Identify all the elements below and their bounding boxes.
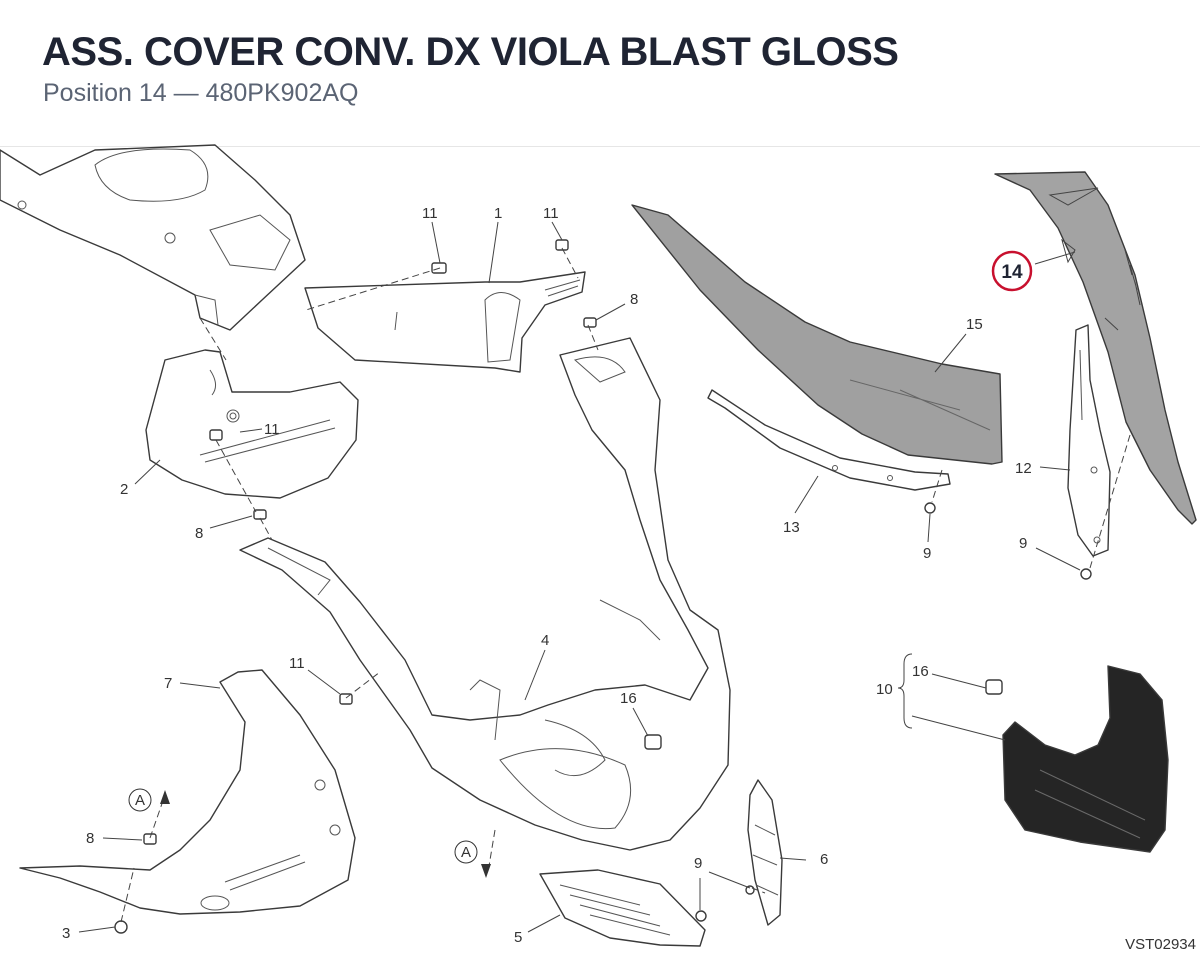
- callout-labels: 1 11 11 11 11 8 8 8 2 15 13 9 9 9 12 4 1…: [62, 205, 1196, 953]
- callout-14: 14: [1001, 262, 1023, 283]
- callout-8-top: 8: [630, 291, 638, 308]
- callout-9-bottom: 9: [694, 855, 702, 872]
- reference-a-upper: A: [128, 788, 152, 812]
- callout-3: 3: [62, 925, 70, 942]
- leader-lines: [78, 221, 1081, 933]
- callout-11-mid: 11: [264, 421, 280, 438]
- callout-16-left: 16: [620, 690, 637, 707]
- part-4-front-fairing: [239, 337, 731, 851]
- callout-10: 10: [876, 681, 893, 698]
- part-10-windscreen: [1002, 665, 1169, 853]
- callout-8-low: 8: [86, 830, 94, 847]
- callout-15: 15: [966, 316, 983, 333]
- part-2-inner-panel: [145, 349, 359, 499]
- callout-12: 12: [1015, 460, 1032, 477]
- callout-7: 7: [164, 675, 172, 692]
- callout-11-right: 11: [543, 205, 559, 222]
- callout-2: 2: [120, 481, 128, 498]
- reference-arrows: [160, 790, 491, 878]
- callout-16-right: 16: [912, 663, 929, 680]
- callout-13: 13: [783, 519, 800, 536]
- part-1-upper-panel: [304, 271, 586, 373]
- callout-6: 6: [820, 851, 828, 868]
- callout-4: 4: [541, 632, 549, 649]
- assembly-lines: [120, 247, 1131, 923]
- part-14-right-cover: [994, 171, 1197, 525]
- highlighted-callout-14: 14: [991, 250, 1033, 292]
- drawing-code: VST02934: [1125, 936, 1196, 953]
- page-subtitle: Position 14 — 480PK902AQ: [43, 79, 359, 107]
- callout-a-lower: A: [461, 844, 471, 861]
- part-5-grille: [539, 869, 706, 947]
- part-frame-top-left: [0, 144, 306, 331]
- callout-9-top: 9: [923, 545, 931, 562]
- part-15-large-cover: [631, 204, 1003, 465]
- page-header: ASS. COVER CONV. DX VIOLA BLAST GLOSS Po…: [0, 0, 1200, 147]
- callout-9-right: 9: [1019, 535, 1027, 552]
- part-6-shield: [747, 779, 783, 926]
- part-13-bar: [707, 389, 951, 491]
- part-12-bracket: [1067, 324, 1111, 557]
- callout-a-upper: A: [135, 792, 145, 809]
- callout-11-low: 11: [289, 655, 305, 672]
- callout-8-mid: 8: [195, 525, 203, 542]
- hardware-fasteners: [114, 239, 1092, 934]
- page-title: ASS. COVER CONV. DX VIOLA BLAST GLOSS: [42, 30, 899, 74]
- reference-a-lower: A: [454, 840, 478, 864]
- callout-5: 5: [514, 929, 522, 946]
- part-7-belly-pan: [19, 669, 356, 915]
- callout-11-left: 11: [422, 205, 438, 222]
- callout-1: 1: [494, 205, 502, 222]
